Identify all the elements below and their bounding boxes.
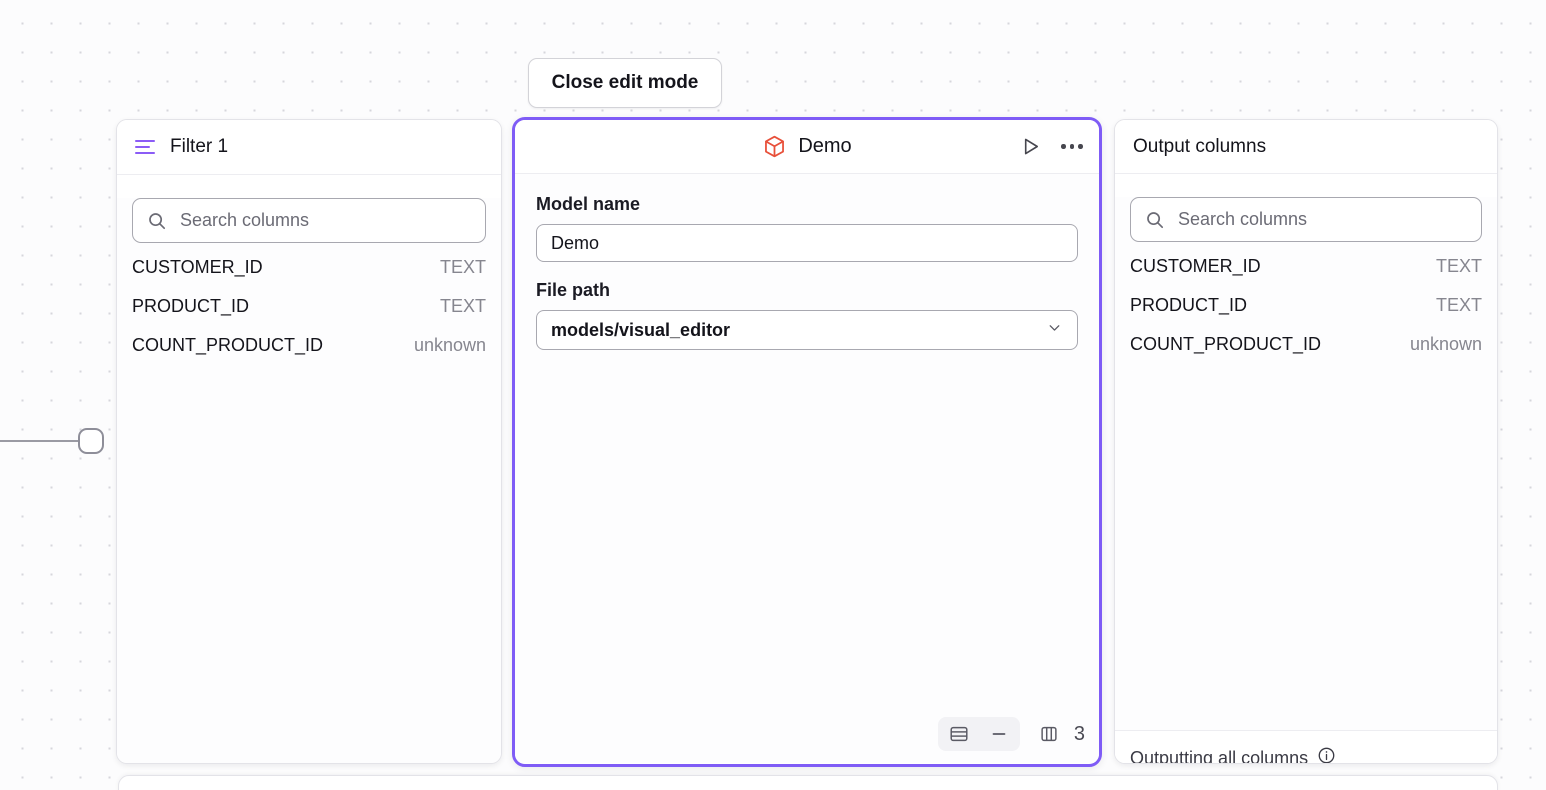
filter-panel-body: Search columns CUSTOMER_ID TEXT PRODUCT_… [117,198,501,763]
offscreen-node-card[interactable] [118,775,1498,790]
list-item[interactable]: COUNT_PRODUCT_ID unknown [1130,334,1482,373]
output-panel-footer: Outputting all columns [1115,730,1497,764]
connector-edge [0,440,82,442]
column-count-group: 3 [1034,721,1085,747]
output-panel-body: Search columns CUSTOMER_ID TEXT PRODUCT_… [1115,197,1497,764]
output-panel-title: Output columns [1133,135,1267,157]
column-type: TEXT [439,296,486,316]
chevron-down-icon [1046,319,1063,341]
output-search-placeholder: Search columns [1178,209,1308,229]
list-item[interactable]: PRODUCT_ID TEXT [1130,295,1482,334]
file-path-select[interactable]: models/visual_editor [536,310,1078,350]
column-type: TEXT [1435,256,1482,276]
column-name: COUNT_PRODUCT_ID [1130,334,1322,354]
minus-icon[interactable] [984,721,1014,747]
cube-icon [762,134,787,159]
output-search-input[interactable]: Search columns [1130,197,1482,242]
search-icon [1145,210,1165,230]
demo-header-actions [1017,120,1085,173]
list-item[interactable]: CUSTOMER_ID TEXT [1130,256,1482,295]
demo-footer-toolbar: 3 [937,717,1085,751]
column-name: PRODUCT_ID [132,296,250,316]
column-type: TEXT [1435,295,1482,315]
close-edit-mode-button[interactable]: Close edit mode [528,58,722,108]
model-name-field[interactable] [536,224,1078,262]
column-count-value: 3 [1073,722,1085,745]
filter-search-placeholder: Search columns [180,210,310,230]
filter-panel-header: Filter 1 [117,120,501,175]
filter-search-input[interactable]: Search columns [132,198,486,243]
filter-lines-icon [135,136,157,158]
info-icon[interactable] [1317,746,1336,763]
filter-node-panel[interactable]: Filter 1 Search columns CUSTOMER_ID TEXT [116,119,502,764]
output-columns-panel[interactable]: Output columns Search columns CUSTOMER_I… [1114,119,1498,764]
file-path-value: models/visual_editor [551,319,731,340]
column-name: COUNT_PRODUCT_ID [132,335,324,355]
filter-column-list: CUSTOMER_ID TEXT PRODUCT_ID TEXT COUNT_P… [117,243,501,374]
connector-handle[interactable] [78,428,104,454]
column-type: unknown [1409,334,1482,354]
columns-layout-icon[interactable] [1034,721,1064,747]
output-panel-header: Output columns [1115,120,1497,174]
demo-panel-header: Demo [515,120,1099,174]
rows-layout-icon[interactable] [944,721,974,747]
column-type: TEXT [439,257,486,277]
ellipsis-icon[interactable] [1059,134,1085,160]
list-item[interactable]: CUSTOMER_ID TEXT [132,257,486,296]
column-name: CUSTOMER_ID [132,257,263,277]
model-node-panel[interactable]: Demo Model name File path models/visual [512,117,1102,767]
list-item[interactable]: COUNT_PRODUCT_ID unknown [132,335,486,374]
demo-panel-title: Demo [798,135,852,157]
column-name: CUSTOMER_ID [1130,256,1261,276]
column-name: PRODUCT_ID [1130,295,1248,315]
list-item[interactable]: PRODUCT_ID TEXT [132,296,486,335]
model-form: Model name File path models/visual_edito… [515,174,1099,350]
model-name-label: Model name [536,194,641,214]
file-path-label: File path [536,280,611,300]
output-column-list: CUSTOMER_ID TEXT PRODUCT_ID TEXT COUNT_P… [1115,242,1497,373]
search-icon [147,211,167,231]
outputting-status-text: Outputting all columns [1130,747,1309,764]
layout-toggle-group [937,717,1020,751]
column-type: unknown [413,335,486,355]
play-icon[interactable] [1017,134,1043,160]
filter-panel-title: Filter 1 [170,136,229,157]
demo-panel-body: Model name File path models/visual_edito… [515,174,1099,763]
